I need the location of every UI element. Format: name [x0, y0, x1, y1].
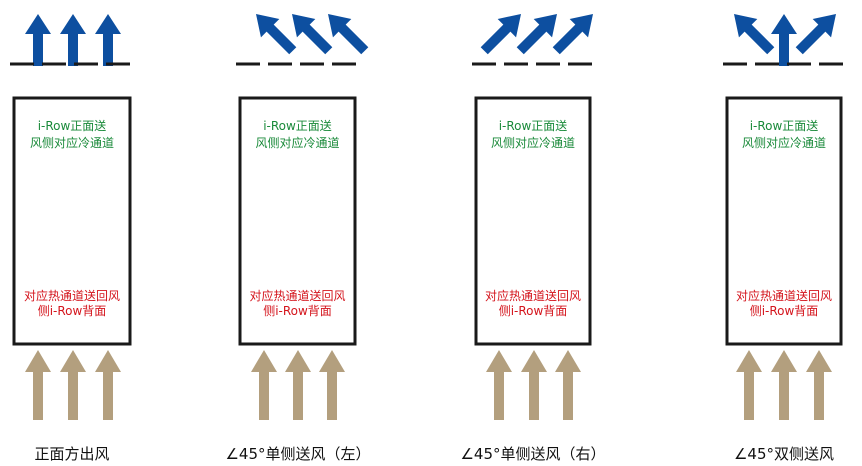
exhaust-arrow-icon: [95, 14, 121, 66]
rack-box: [725, 96, 843, 346]
intake-arrow-icon: [771, 350, 797, 420]
rack-box: [238, 96, 357, 346]
hot-aisle-text: 侧i-Row背面: [750, 304, 819, 318]
exhaust-arrow-icon: [734, 14, 775, 55]
cold-aisle-text: 风侧对应冷通道: [30, 135, 114, 150]
exhaust-arrow-icon: [480, 14, 521, 55]
exhaust-arrow-icon: [552, 14, 593, 55]
rack-box: [12, 96, 132, 346]
hot-aisle-text: 对应热通道送回风: [24, 288, 120, 303]
hot-aisle-text: 对应热通道送回风: [249, 288, 345, 303]
intake-arrow-icon: [319, 350, 345, 420]
cold-aisle-text: 风侧对应冷通道: [255, 135, 339, 150]
intake-arrow-icon: [486, 350, 512, 420]
exhaust-arrow-icon: [795, 14, 836, 55]
exhaust-arrow-icon: [516, 14, 557, 55]
intake-arrow-icon: [95, 350, 121, 420]
cold-aisle-text: i-Row正面送: [750, 118, 819, 133]
cold-aisle-text: 风侧对应冷通道: [491, 135, 575, 150]
panel-label: ∠45°单侧送风（左）: [225, 445, 370, 463]
exhaust-arrow-icon: [771, 14, 797, 66]
rack-box: [474, 96, 592, 346]
cold-aisle-text: i-Row正面送: [263, 118, 332, 133]
intake-arrow-icon: [806, 350, 832, 420]
intake-arrow-icon: [521, 350, 547, 420]
hot-aisle-text: 对应热通道送回风: [736, 288, 832, 303]
intake-arrow-icon: [251, 350, 277, 420]
exhaust-arrow-icon: [256, 14, 297, 55]
intake-arrow-icon: [555, 350, 581, 420]
exhaust-arrow-icon: [60, 14, 86, 66]
exhaust-arrow-icon: [328, 14, 369, 55]
panel-label: ∠45°双侧送风: [734, 445, 834, 463]
hot-aisle-text: 侧i-Row背面: [38, 304, 107, 318]
hot-aisle-text: 侧i-Row背面: [263, 304, 332, 318]
cold-aisle-text: i-Row正面送: [499, 118, 568, 133]
hot-aisle-text: 侧i-Row背面: [499, 304, 568, 318]
cold-aisle-text: 风侧对应冷通道: [742, 135, 826, 150]
hot-aisle-text: 对应热通道送回风: [485, 288, 581, 303]
panel-label: 正面方出风: [34, 445, 109, 463]
exhaust-arrow-icon: [25, 14, 51, 66]
intake-arrow-icon: [60, 350, 86, 420]
panel-label: ∠45°单侧送风（右）: [460, 445, 605, 463]
exhaust-arrow-icon: [292, 14, 333, 55]
intake-arrow-icon: [25, 350, 51, 420]
cold-aisle-text: i-Row正面送: [38, 118, 107, 133]
intake-arrow-icon: [285, 350, 311, 420]
intake-arrow-icon: [736, 350, 762, 420]
